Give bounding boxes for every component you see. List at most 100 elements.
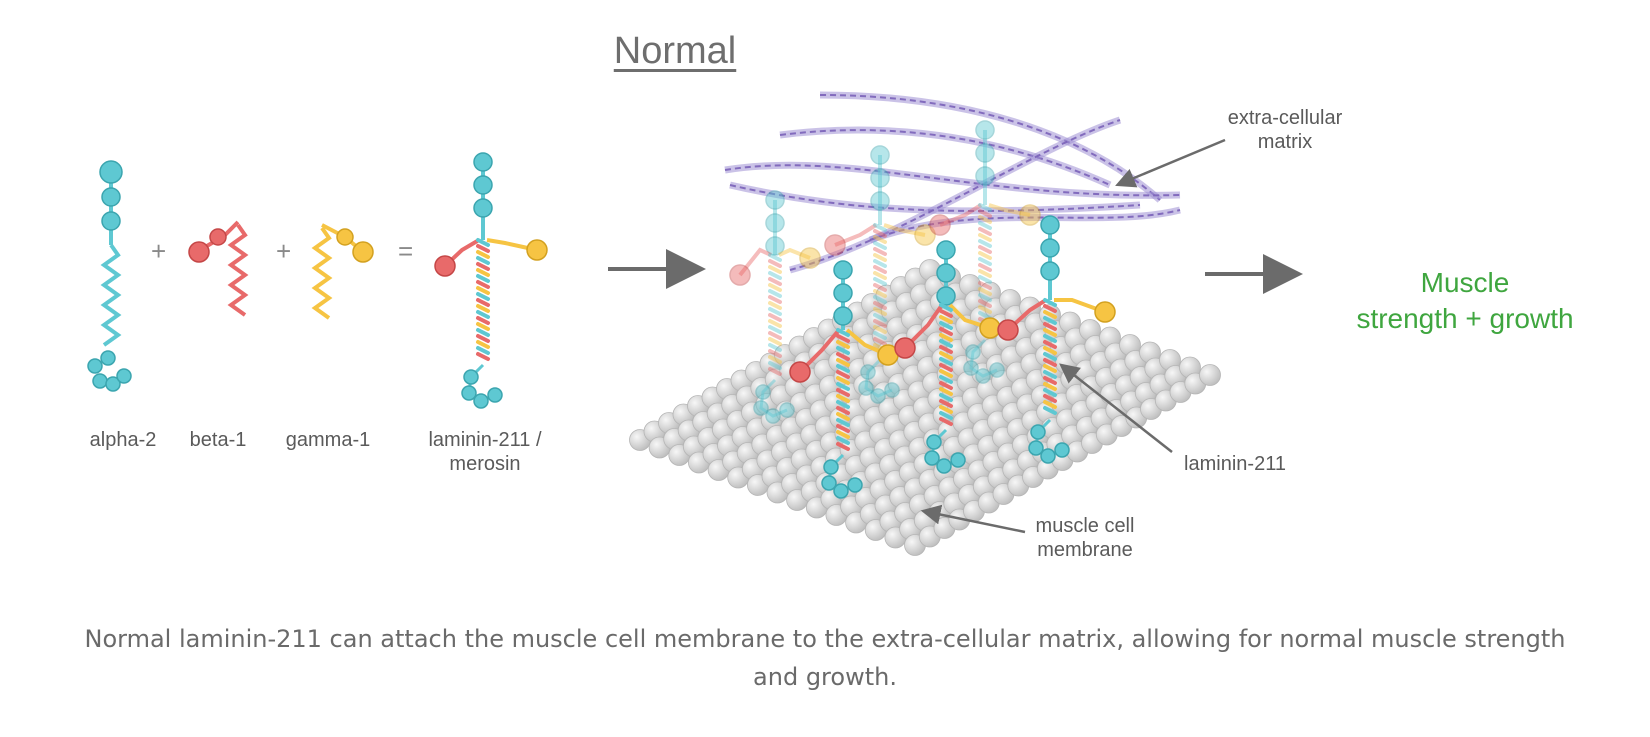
coiled-coil-segment (836, 382, 850, 391)
matrix-fiber-strand (729, 184, 1141, 212)
lg-domain (753, 400, 769, 416)
coiled-coil-segment (873, 319, 887, 328)
coiled-coil-segment (873, 307, 887, 316)
gamma-globular-domain (914, 224, 936, 246)
coiled-coil-segment (939, 345, 953, 354)
coiled-coil-segment (768, 301, 782, 310)
beta-globular-domain (824, 234, 846, 256)
coiled-coil-segment (873, 283, 887, 292)
alpha-globular-domain (473, 198, 493, 218)
callout-membrane-line2: membrane (1037, 539, 1133, 561)
coiled-coil-segment (476, 280, 490, 289)
coiled-coil-segment (476, 262, 490, 271)
coiled-coil-segment (939, 369, 953, 378)
beta-chain-arm (834, 223, 878, 247)
coiled-coil-segment (978, 281, 992, 290)
coiled-coil-segment (768, 283, 782, 292)
beta-1-domain (188, 241, 210, 263)
coiled-coil-segment (1043, 298, 1057, 307)
coiled-coil-segment (476, 256, 490, 265)
coiled-coil-segment (476, 352, 490, 361)
gamma-chain-arm (486, 238, 538, 252)
coiled-coil-segment (978, 293, 992, 302)
label-laminin-211-line1: laminin-211 / (428, 429, 542, 451)
coiled-coil-segment (1043, 328, 1057, 337)
coiled-coil-segment (476, 286, 490, 295)
beta-globular-domain (894, 337, 916, 359)
lg-domain (950, 452, 966, 468)
lg-domain (1040, 448, 1056, 464)
gamma-chain-arm (1054, 298, 1106, 314)
alpha-2-domain (101, 211, 121, 231)
coiled-coil-segment (836, 340, 850, 349)
coiled-coil-segment (939, 399, 953, 408)
coiled-coil-segment (476, 298, 490, 307)
lg-domain (779, 402, 795, 418)
coiled-coil-segment (978, 215, 992, 224)
callout-laminin-211: laminin-211 (1184, 453, 1286, 475)
coiled-coil-segment (1043, 310, 1057, 319)
coiled-coil-segment (1043, 394, 1057, 403)
beta-globular-domain (789, 361, 811, 383)
lg-domain (965, 344, 981, 360)
coiled-coil-segment (939, 315, 953, 324)
coiled-coil-segment (1043, 334, 1057, 343)
lg-domain (487, 387, 503, 403)
lg-domain (924, 450, 940, 466)
figure-caption: Normal laminin-211 can attach the muscle… (84, 625, 1566, 691)
callout-membrane-line1: muscle cell (1035, 515, 1135, 537)
coiled-coil-segment (978, 275, 992, 284)
coiled-coil-segment (978, 221, 992, 230)
coiled-coil-segment (978, 287, 992, 296)
coiled-coil-segment (836, 418, 850, 427)
coiled-coil-segment (1043, 376, 1057, 385)
coiled-coil-segment (873, 331, 887, 340)
alpha-globular-domain (765, 190, 785, 210)
coiled-coil-segment (873, 247, 887, 256)
alpha-globular-domain (870, 145, 890, 165)
matrix-fiber-strand (724, 164, 1181, 197)
alpha-globular-domain (870, 191, 890, 211)
alpha-globular-domain (1040, 261, 1060, 281)
coiled-coil-segment (476, 310, 490, 319)
coiled-coil-segment (939, 393, 953, 402)
coiled-coil-segment (873, 229, 887, 238)
coiled-coil-segment (836, 358, 850, 367)
coiled-coil-segment (836, 370, 850, 379)
coiled-coil-segment (873, 277, 887, 286)
beta-globular-domain (729, 264, 751, 286)
coiled-coil-segment (1043, 340, 1057, 349)
lg-domain (936, 458, 952, 474)
callout-ecm-line1: extra-cellular (1227, 107, 1343, 129)
coiled-coil-segment (978, 269, 992, 278)
coiled-coil-segment (768, 271, 782, 280)
coiled-coil-segment (1043, 370, 1057, 379)
coiled-coil-segment (978, 233, 992, 242)
coiled-coil-segment (1043, 382, 1057, 391)
lg-domain-linker (864, 358, 893, 398)
coiled-coil-segment (939, 327, 953, 336)
pointer-arrow-membrane (920, 504, 1026, 534)
label-alpha-2: alpha-2 (89, 429, 157, 451)
coiled-coil-segment (836, 364, 850, 373)
alpha-globular-domain (870, 168, 890, 188)
coiled-coil-segment (836, 406, 850, 415)
coiled-coil-segment (476, 316, 490, 325)
alpha-globular-domain (936, 263, 956, 283)
coiled-coil-segment (1043, 406, 1057, 415)
gamma-chain-arm (883, 223, 926, 237)
gamma-1-domain (352, 241, 374, 263)
alpha-globular-domain (975, 143, 995, 163)
label-beta-1: beta-1 (189, 429, 247, 451)
coiled-coil-segment (768, 277, 782, 286)
beta-chain-arm (738, 247, 772, 277)
lg-domain (963, 360, 979, 376)
lg-domain (833, 483, 849, 499)
coiled-coil-segment (978, 263, 992, 272)
lg-domain (755, 384, 771, 400)
lg-domain (858, 380, 874, 396)
lg-domain (1054, 442, 1070, 458)
coiled-coil-segment (939, 309, 953, 318)
lg-domain (860, 364, 876, 380)
